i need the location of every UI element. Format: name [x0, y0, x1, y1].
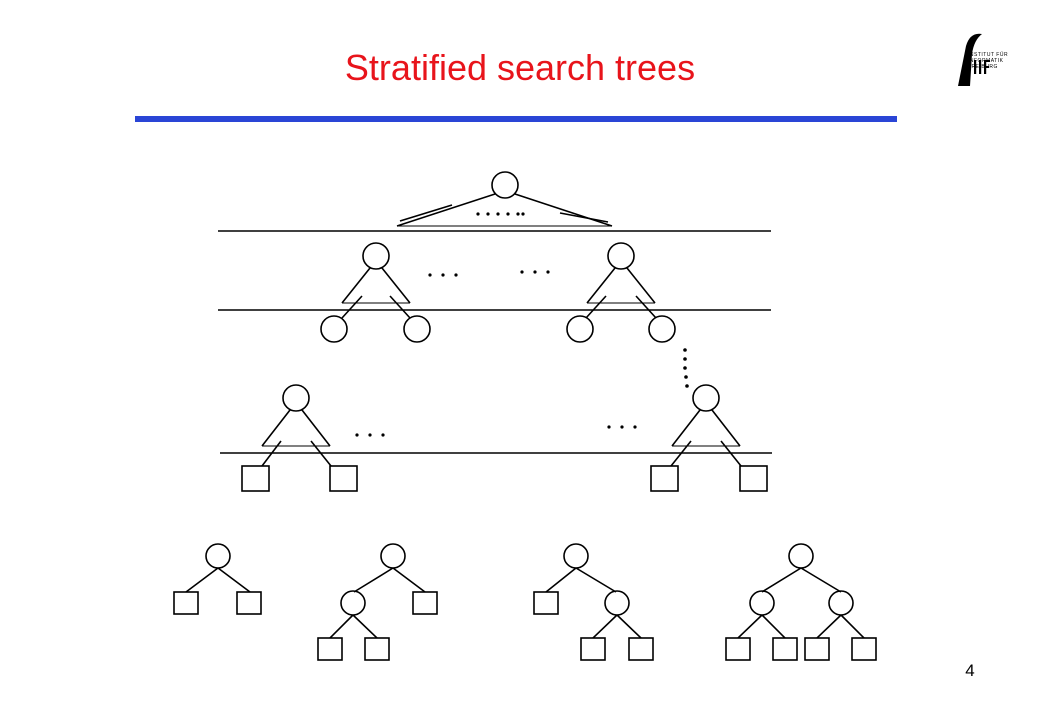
tree-node	[403, 315, 431, 343]
tree-edge	[352, 614, 378, 639]
logo-line: INSTITUT FÜR	[968, 52, 1009, 58]
leaf-node	[317, 637, 343, 661]
tree-edge	[635, 295, 657, 319]
tree-node	[320, 315, 348, 343]
ellipsis-dots	[428, 270, 550, 277]
tree-edge	[761, 567, 802, 593]
tree-edge	[800, 567, 842, 593]
logo-mark-icon	[958, 33, 990, 86]
tree-edge	[396, 193, 496, 227]
leaf-node	[772, 637, 798, 661]
leaf-node	[628, 637, 654, 661]
tree-node	[692, 384, 720, 412]
leaf-node	[851, 637, 877, 661]
leaf-node	[650, 465, 679, 492]
leaf-node	[329, 465, 358, 492]
tree-node	[380, 543, 406, 569]
tree-node	[205, 543, 231, 569]
tree-node	[749, 590, 775, 616]
logo-line: INFORMATIK	[968, 58, 1004, 64]
tree-edge	[737, 614, 763, 639]
tree-edge	[816, 614, 842, 639]
leaf-node	[236, 591, 262, 615]
tree-edge	[341, 295, 363, 319]
tree-node	[788, 543, 814, 569]
title-underline	[135, 116, 897, 122]
tree-edge	[185, 567, 219, 593]
leaf-node	[364, 637, 390, 661]
tree-edge	[514, 193, 613, 227]
tree-edge	[381, 267, 411, 304]
tree-edge	[545, 567, 577, 593]
leaf-node	[739, 465, 768, 492]
tree-edge	[671, 409, 701, 447]
tree-edge	[392, 567, 426, 593]
tree-edge	[217, 567, 251, 593]
tree-node	[607, 242, 635, 270]
tree-node	[648, 315, 676, 343]
tree-edge	[761, 614, 786, 639]
tree-edge	[261, 409, 291, 447]
tree-edge	[592, 614, 618, 639]
tree-edge	[559, 212, 609, 223]
vertical-ellipsis	[683, 348, 689, 388]
tree-node	[362, 242, 390, 270]
leaf-node	[412, 591, 438, 615]
logo-line: FREIBURG	[968, 64, 998, 70]
tree-edge	[616, 614, 642, 639]
tree-edge	[399, 204, 453, 222]
tree-edge	[586, 267, 616, 304]
leaf-node	[580, 637, 606, 661]
tree-node	[491, 171, 519, 199]
tree-node	[340, 590, 366, 616]
ellipsis-dots	[355, 425, 637, 437]
slide-title: Stratified search trees	[344, 47, 696, 88]
tree-node	[282, 384, 310, 412]
ellipsis-dots	[476, 212, 525, 216]
tree-edge	[711, 409, 741, 447]
tree-edge	[389, 295, 411, 319]
tree-node	[563, 543, 589, 569]
tree-node	[604, 590, 630, 616]
tree-edge	[575, 567, 617, 593]
tree-edge	[329, 614, 354, 639]
tree-edge	[626, 267, 656, 304]
institute-logo-icon: INSTITUT FÜR INFORMATIK FREIBURG	[944, 26, 1024, 96]
tree-node	[828, 590, 854, 616]
leaf-node	[804, 637, 830, 661]
leaf-node	[725, 637, 751, 661]
logo-text: INSTITUT FÜR INFORMATIK FREIBURG	[968, 52, 1028, 70]
leaf-node	[173, 591, 199, 615]
tree-edge	[585, 295, 607, 319]
tree-edge	[301, 409, 331, 447]
page-number: 4	[965, 661, 975, 680]
tree-edge	[840, 614, 865, 639]
tree-edge	[353, 567, 394, 593]
leaf-node	[533, 591, 559, 615]
tree-edge	[341, 267, 371, 304]
tree-node	[566, 315, 594, 343]
leaf-node	[241, 465, 270, 492]
